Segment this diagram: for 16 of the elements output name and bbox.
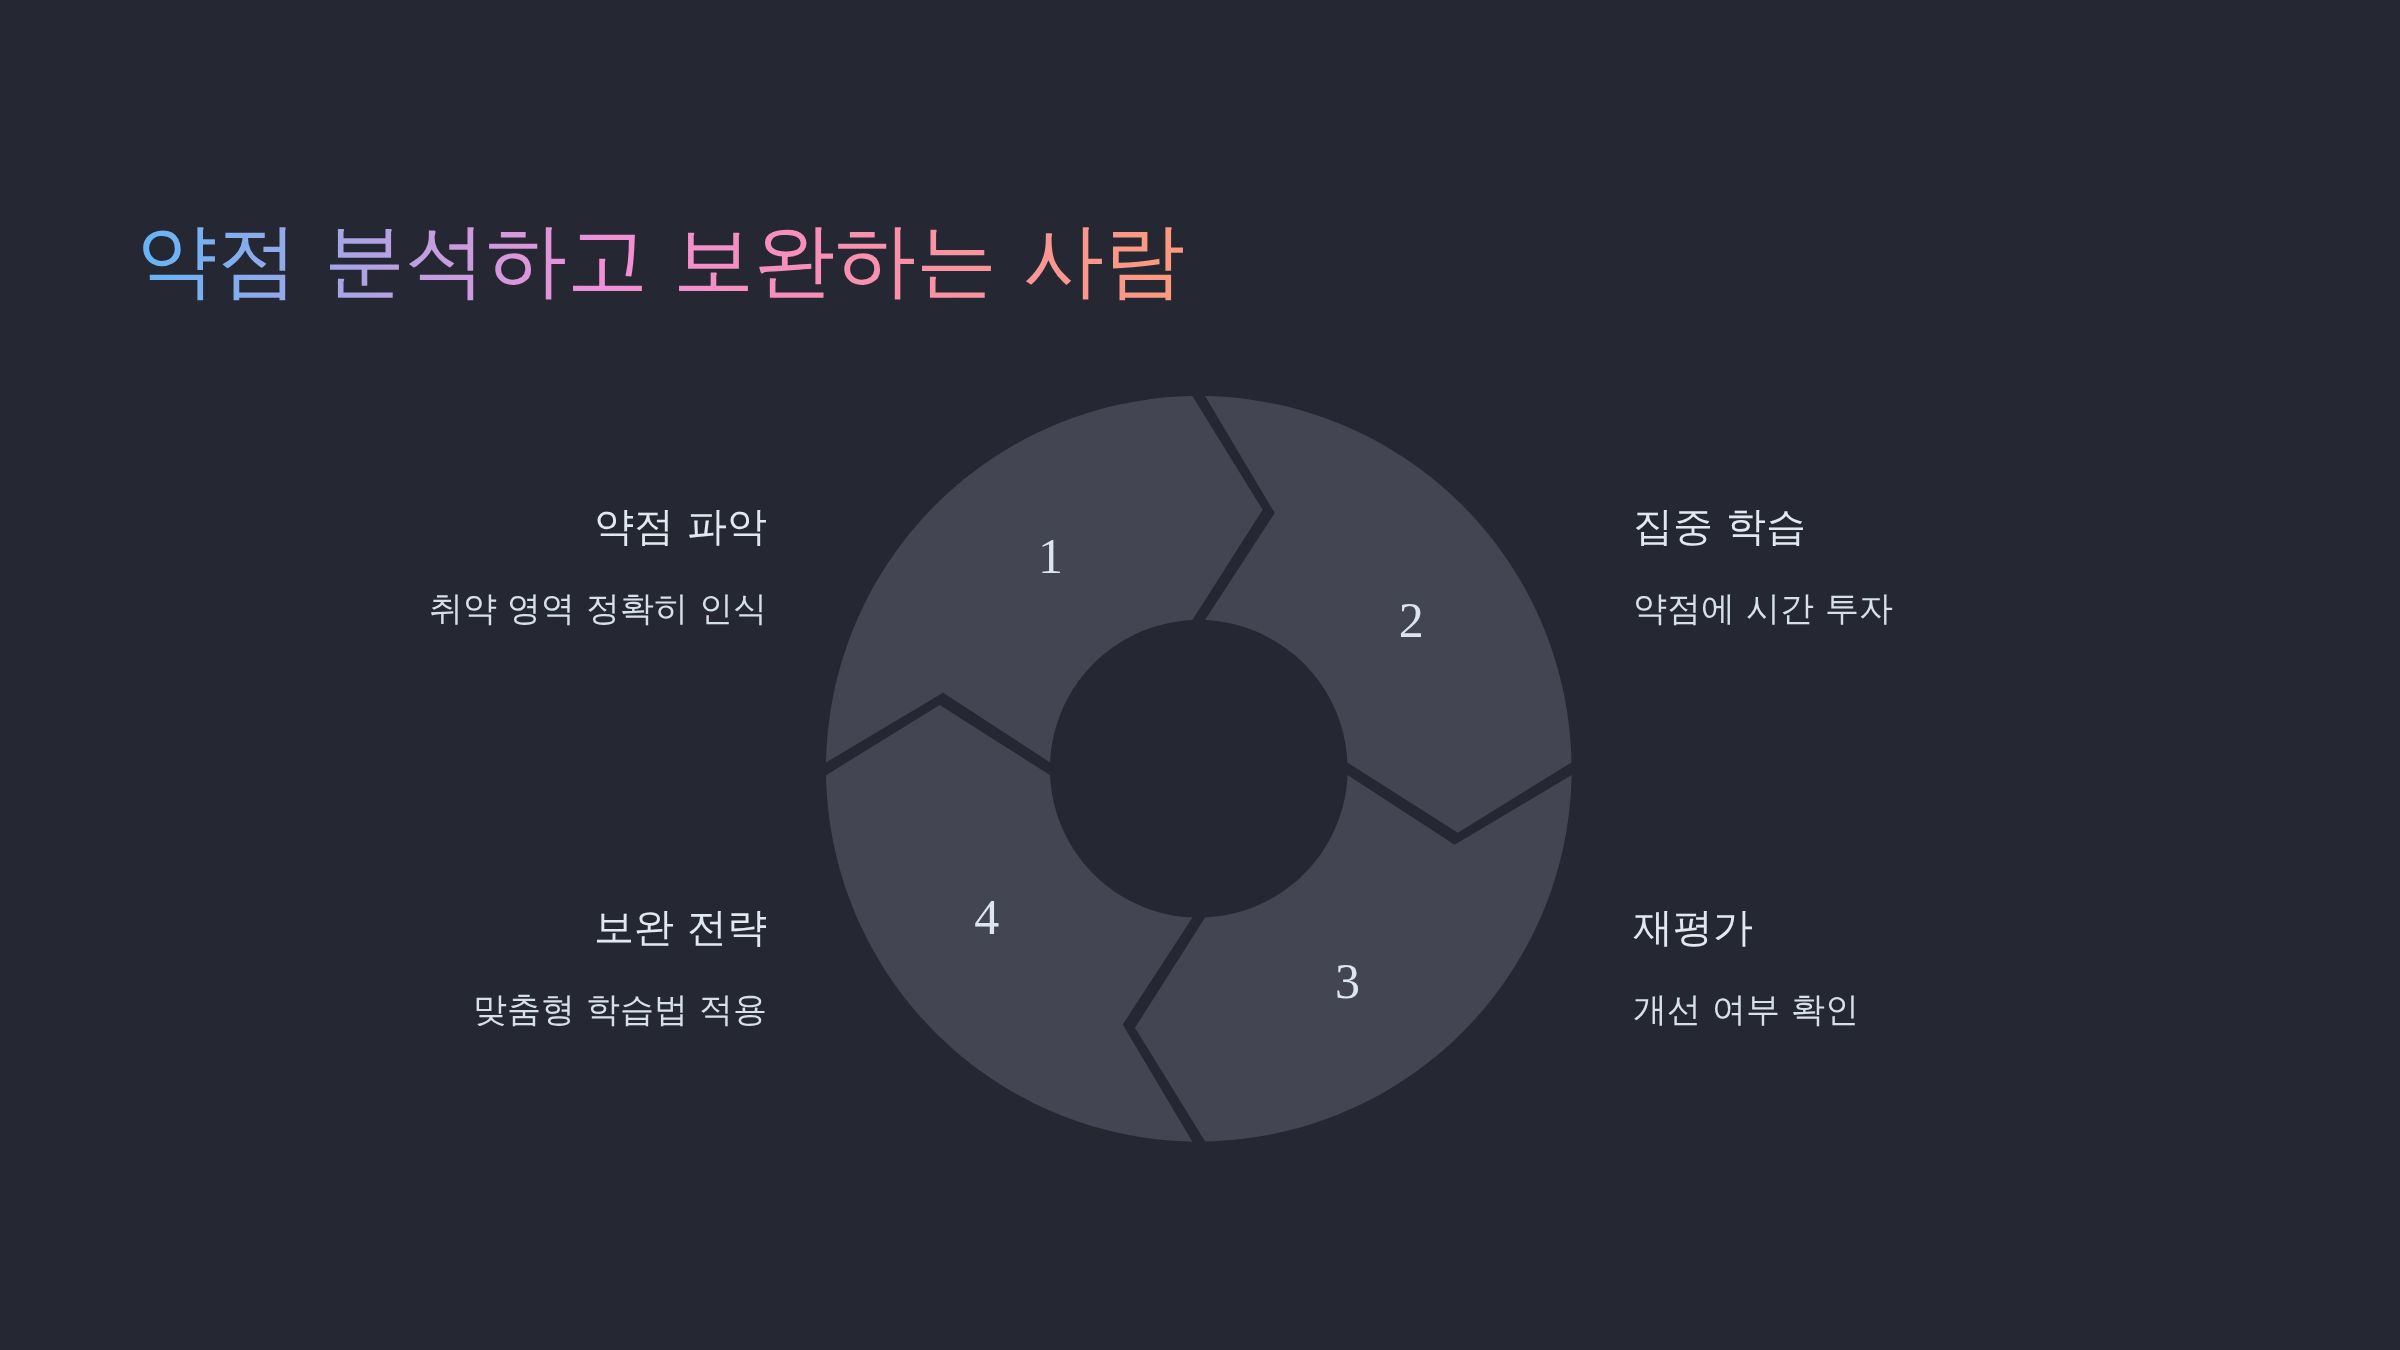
step-description: 취약 영역 정확히 인식 bbox=[428, 588, 767, 629]
cycle-segment bbox=[1205, 395, 1572, 833]
step-description: 약점에 시간 투자 bbox=[1633, 588, 1893, 629]
step-title: 집중 학습 bbox=[1633, 502, 1806, 550]
step-number: 1 bbox=[1037, 531, 1063, 582]
step-title: 재평가 bbox=[1633, 903, 1753, 951]
cycle-segment bbox=[826, 704, 1193, 1142]
step-number: 3 bbox=[1335, 955, 1361, 1006]
step-description: 맞춤형 학습법 적용 bbox=[473, 989, 767, 1030]
step-title: 약점 파악 bbox=[594, 502, 767, 550]
cycle-segment bbox=[826, 395, 1263, 762]
step-description: 개선 여부 확인 bbox=[1633, 989, 1859, 1030]
step-number: 2 bbox=[1398, 594, 1424, 645]
step-number: 4 bbox=[974, 892, 1000, 943]
step-title: 보완 전략 bbox=[594, 903, 767, 951]
cycle-segment bbox=[1135, 775, 1572, 1142]
